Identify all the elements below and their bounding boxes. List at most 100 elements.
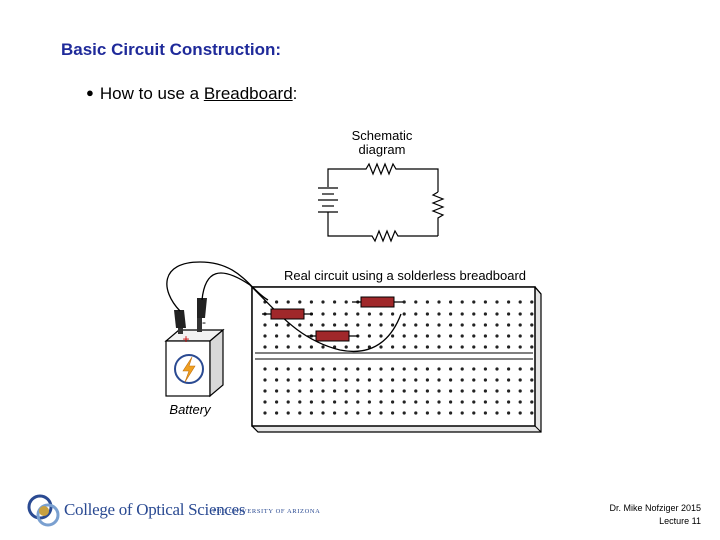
breadboard-hole [309, 389, 313, 393]
breadboard-hole [460, 411, 464, 415]
breadboard-hole [298, 378, 302, 382]
breadboard-hole [460, 367, 464, 371]
breadboard-hole [449, 389, 453, 393]
breadboard-hole [298, 300, 302, 304]
breadboard-hole [298, 400, 302, 404]
breadboard-hole [518, 334, 522, 338]
breadboard-hole [507, 411, 511, 415]
lightning-bolt-icon [182, 356, 196, 383]
breadboard-hole [460, 389, 464, 393]
breadboard-hole [414, 367, 418, 371]
breadboard-hole [275, 300, 279, 304]
breadboard-hole [507, 389, 511, 393]
breadboard-hole [344, 323, 348, 327]
breadboard-hole [391, 312, 395, 316]
breadboard-hole [286, 367, 290, 371]
breadboard-hole [286, 334, 290, 338]
breadboard-hole [437, 389, 441, 393]
breadboard-hole [379, 367, 383, 371]
schematic-label-2: diagram [359, 142, 406, 157]
breadboard-hole [321, 389, 325, 393]
breadboard-hole [518, 389, 522, 393]
breadboard-hole [507, 312, 511, 316]
breadboard-hole [286, 411, 290, 415]
breadboard-hole [449, 323, 453, 327]
breadboard-hole [402, 367, 406, 371]
breadboard-hole [414, 323, 418, 327]
breadboard-hole [379, 312, 383, 316]
breadboard-hole [483, 312, 487, 316]
breadboard-hole [472, 400, 476, 404]
breadboard-hole [483, 411, 487, 415]
breadboard-hole [483, 367, 487, 371]
breadboard-hole [367, 345, 371, 349]
breadboard-hole [298, 323, 302, 327]
breadboard-hole [518, 411, 522, 415]
slide-title: Basic Circuit Construction: [61, 40, 282, 59]
breadboard-hole [425, 411, 429, 415]
breadboard-hole [333, 367, 337, 371]
breadboard-hole [391, 367, 395, 371]
breadboard-hole [437, 411, 441, 415]
breadboard-hole [472, 389, 476, 393]
breadboard-hole [263, 345, 267, 349]
breadboard-hole [356, 378, 360, 382]
breadboard-hole [472, 323, 476, 327]
breadboard-hole [321, 345, 325, 349]
battery-label: Battery [169, 402, 212, 417]
breadboard-hole [356, 400, 360, 404]
breadboard-hole [263, 400, 267, 404]
breadboard-hole [495, 411, 499, 415]
breadboard-hole [483, 334, 487, 338]
breadboard-hole [356, 345, 360, 349]
breadboard-hole [507, 367, 511, 371]
breadboard-hole [263, 334, 267, 338]
breadboard-hole [333, 389, 337, 393]
schematic-label: Schematic [352, 128, 413, 143]
breadboard-hole [379, 411, 383, 415]
breadboard-hole [425, 312, 429, 316]
breadboard-hole [263, 389, 267, 393]
breadboard-hole [507, 400, 511, 404]
breadboard-hole [425, 300, 429, 304]
breadboard-hole [275, 389, 279, 393]
college-logo-icon [27, 494, 60, 527]
breadboard-hole [344, 312, 348, 316]
breadboard-hole [472, 378, 476, 382]
breadboard-hole [391, 323, 395, 327]
breadboard-hole [379, 378, 383, 382]
credit-block: Dr. Mike Nofziger 2015 Lecture 11 [609, 502, 701, 528]
breadboard-hole [530, 378, 534, 382]
breadboard-hole [367, 334, 371, 338]
breadboard-hole [495, 378, 499, 382]
breadboard-hole [286, 400, 290, 404]
breadboard-hole [286, 389, 290, 393]
breadboard-hole [391, 334, 395, 338]
breadboard-hole [449, 300, 453, 304]
breadboard-hole [530, 389, 534, 393]
breadboard-hole [530, 345, 534, 349]
breadboard-hole [379, 334, 383, 338]
real-circuit-label: Real circuit using a solderless breadboa… [284, 268, 526, 283]
breadboard-hole [391, 389, 395, 393]
breadboard-hole [495, 345, 499, 349]
breadboard-hole [298, 411, 302, 415]
breadboard-hole [286, 378, 290, 382]
battery: + - Battery [164, 298, 225, 417]
schematic-right-resistor [431, 191, 445, 236]
breadboard-hole [495, 312, 499, 316]
breadboard-hole [402, 378, 406, 382]
bullet-text: How to use a [99, 84, 204, 103]
breadboard-hole [507, 345, 511, 349]
breadboard-hole [356, 389, 360, 393]
breadboard-hole [367, 400, 371, 404]
breadboard-hole [333, 300, 337, 304]
breadboard-hole [367, 378, 371, 382]
breadboard-hole [275, 411, 279, 415]
breadboard-hole [309, 345, 313, 349]
breadboard-hole [275, 367, 279, 371]
alligator-clip-icon [197, 298, 207, 318]
bullet-item: ●How to use a Breadboard: [86, 84, 297, 104]
breadboard-hole [367, 411, 371, 415]
breadboard-hole [518, 312, 522, 316]
